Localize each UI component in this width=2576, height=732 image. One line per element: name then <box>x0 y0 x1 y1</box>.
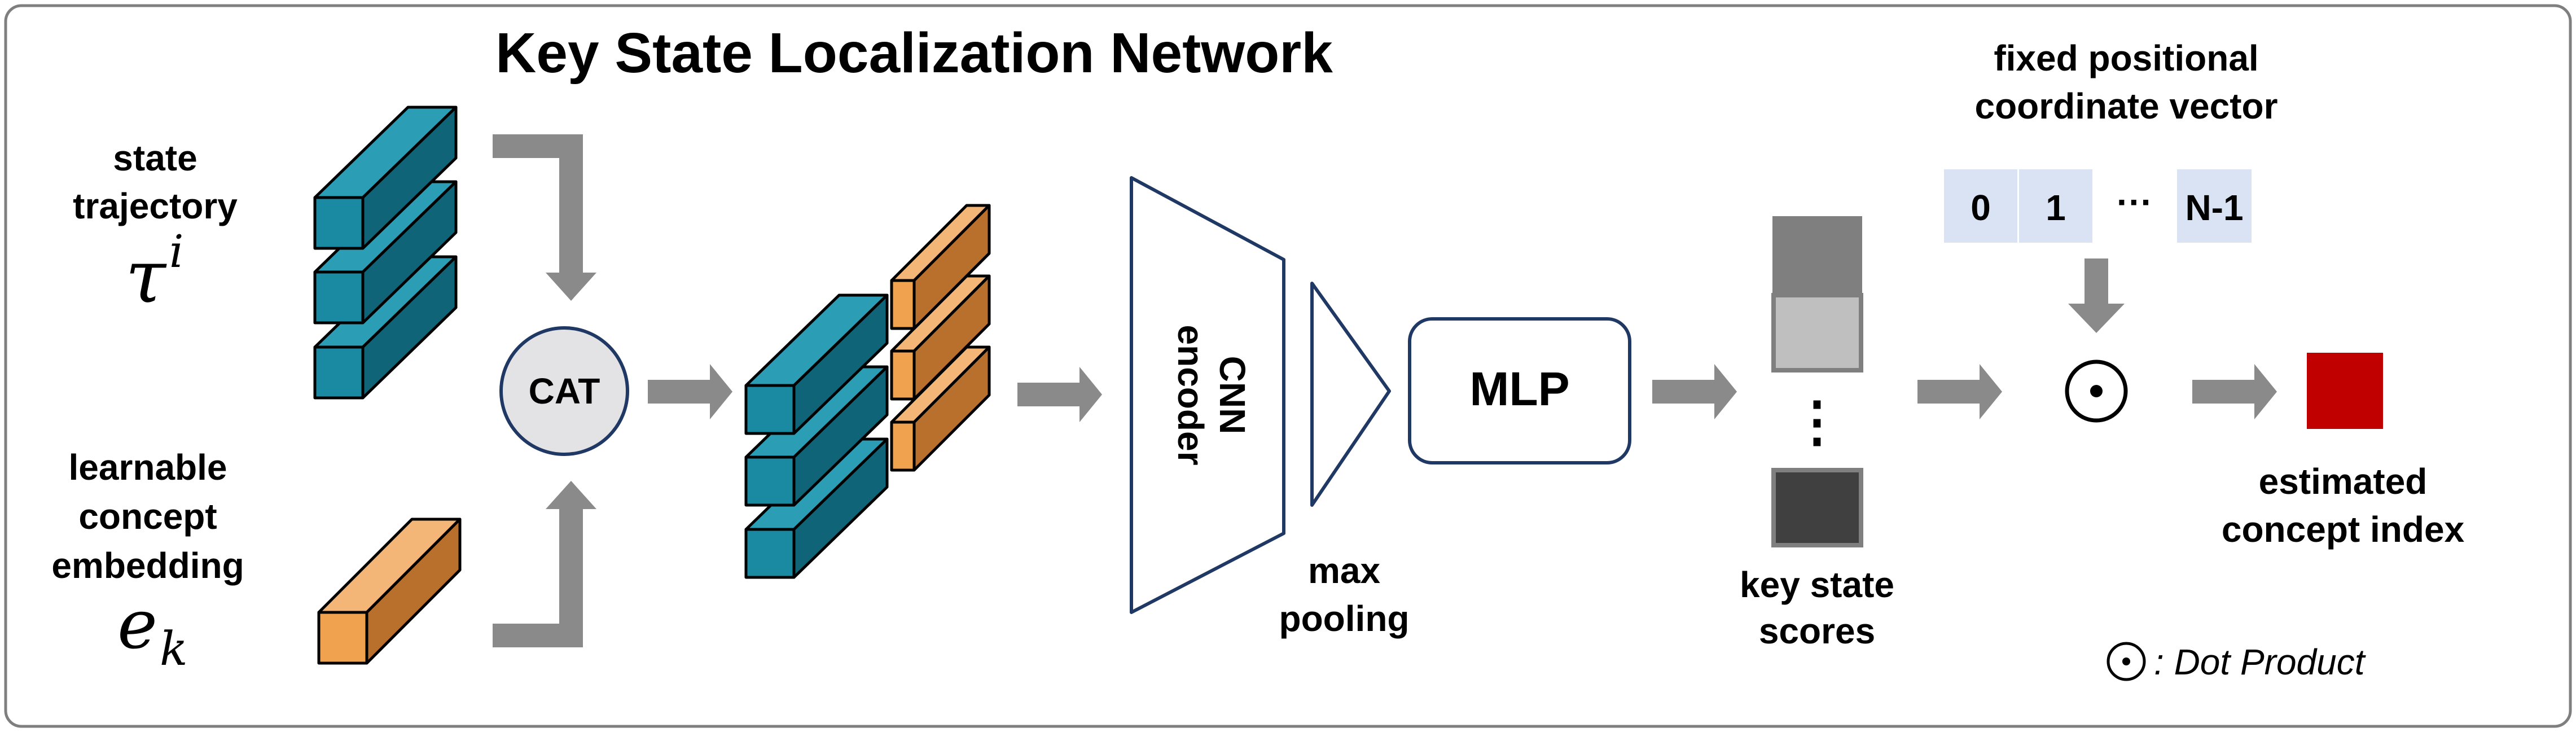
orange-block-front <box>890 420 916 472</box>
vector-cell-ellipsis: ··· <box>2117 182 2153 222</box>
teal-block-front <box>313 196 365 250</box>
vector-cell-n-1: N-1 <box>2185 187 2243 228</box>
mlp-block <box>1408 317 1631 464</box>
concept-label-line3: embedding <box>51 545 244 586</box>
orange-block-front <box>890 279 916 330</box>
teal-block <box>313 106 458 250</box>
cnn-label-line1: CNN <box>1212 356 1253 435</box>
teal-block-front <box>744 455 796 507</box>
score-cell-black <box>1771 468 1863 547</box>
outer-frame <box>4 4 2572 728</box>
scores-ellipsis: ⋮ <box>1790 392 1844 452</box>
score-cell-dark <box>1772 216 1862 296</box>
teal-block-front <box>313 270 365 325</box>
vector-cell-1: 1 <box>2046 187 2066 228</box>
teal-block-front <box>744 384 796 435</box>
arrow-dot-to-output <box>2192 364 2277 419</box>
output-label-line2: concept index <box>2222 509 2465 550</box>
cnn-encoder <box>1130 176 1285 614</box>
scores-label-line2: scores <box>1759 611 1875 651</box>
orange-block-front <box>317 611 368 665</box>
legend-text: : Dot Product <box>2154 642 2366 682</box>
orange-block <box>890 274 991 401</box>
vector-title-line1: fixed positional <box>1994 38 2258 78</box>
max-pooling-label-line1: max <box>1308 550 1381 591</box>
cat-node <box>499 326 629 456</box>
arrow-vector-to-dot <box>2068 258 2125 333</box>
teal-block <box>744 293 889 435</box>
vector-cell <box>2177 169 2252 243</box>
concept-embedding-block <box>317 518 462 665</box>
cnn-label-line2: encoder <box>1170 325 1211 466</box>
concept-label-line2: concept <box>78 496 217 537</box>
tau-symbol: τi <box>125 225 184 319</box>
score-cell-light <box>1771 293 1863 372</box>
tau-superscript: i <box>169 225 184 278</box>
arrow-cat-to-concat <box>648 364 732 419</box>
max-pooling-label-line2: pooling <box>1279 598 1409 639</box>
positional-vector: 0 1 ··· N-1 <box>1944 169 2252 243</box>
vector-cell <box>2019 169 2092 243</box>
legend-dot-circle <box>2107 642 2146 681</box>
orange-block-front <box>890 349 916 401</box>
tau-main: τ <box>125 234 167 319</box>
e-subscript: k <box>160 623 188 676</box>
arrow-concat-to-encoder <box>1017 367 1102 422</box>
bottom-elbow-arrow <box>493 481 596 647</box>
dot-product-circle <box>2065 360 2128 423</box>
state-trajectory-blocks <box>313 106 458 400</box>
teal-block-front <box>313 345 365 400</box>
concept-label-line1: learnable <box>68 447 227 488</box>
cat-label: CAT <box>529 371 600 411</box>
estimated-concept-index-square <box>2307 353 2383 429</box>
top-elbow-arrow <box>493 134 596 301</box>
state-trajectory-label-line1: state <box>113 138 197 178</box>
diagram-title: Key State Localization Network <box>495 21 1333 85</box>
vector-cell-0: 0 <box>1971 187 1991 228</box>
max-pooling-triangle <box>1310 282 1391 507</box>
mlp-label: MLP <box>1469 362 1569 415</box>
key-state-scores <box>1771 216 1863 547</box>
concatenated-blocks <box>744 204 991 579</box>
legend-dot-center <box>2122 658 2130 665</box>
legend-dot-product-symbol <box>2107 642 2146 681</box>
output-label-line1: estimated <box>2259 461 2428 502</box>
orange-block <box>890 345 991 472</box>
dot-product-node <box>2065 360 2128 423</box>
vector-title-line2: coordinate vector <box>1974 86 2277 126</box>
arrow-mlp-to-scores <box>1652 364 1737 419</box>
dot-product-dot <box>2090 385 2103 397</box>
scores-label-line1: key state <box>1740 564 1894 605</box>
teal-block-front <box>744 528 796 579</box>
orange-block <box>890 204 991 330</box>
e-k-symbol: ek <box>117 586 188 676</box>
cnn-encoder-label: CNN encoder <box>1170 325 1253 466</box>
state-trajectory-label-line2: trajectory <box>73 186 238 226</box>
e-main: e <box>117 586 157 664</box>
vector-cell <box>1944 169 2017 243</box>
arrow-scores-to-dot <box>1917 364 2002 419</box>
